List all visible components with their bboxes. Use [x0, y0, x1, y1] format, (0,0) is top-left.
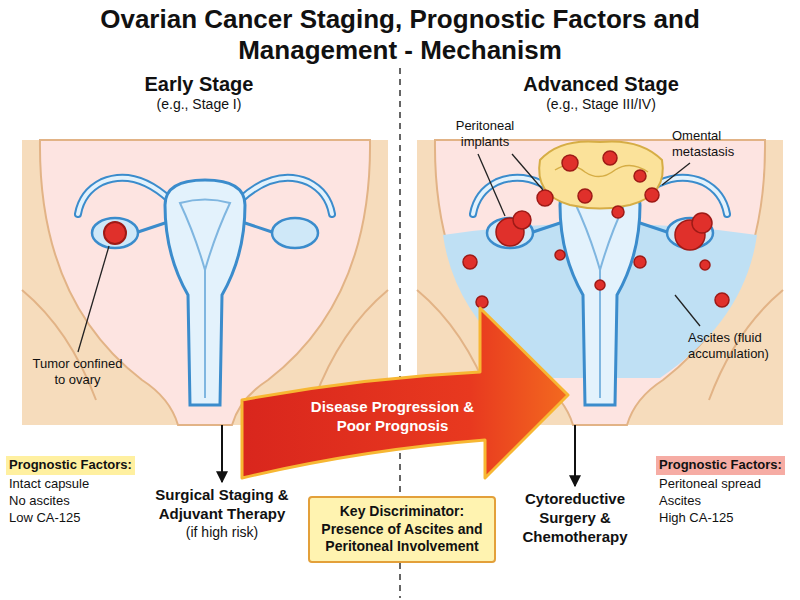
callout-label: Ascites (fluid accumulation)	[688, 330, 792, 361]
factor-item: No ascites	[6, 493, 138, 510]
factor-item: Intact capsule	[6, 476, 138, 493]
tumor-implants	[463, 151, 729, 308]
stage-heading: Advanced Stage	[402, 72, 800, 96]
treatment-text: Cytoreductive Surgery & Chemotherapy	[500, 488, 650, 548]
treatment-note: (if high risk)	[146, 524, 298, 542]
node-content: Cytoreductive Surgery & Chemotherapy	[500, 488, 650, 548]
factor-item: Peritoneal spread	[656, 476, 794, 493]
node-content: Prognostic Factors:Peritoneal spreadAsci…	[654, 453, 796, 529]
block-arrow-body	[242, 308, 568, 478]
node-content: Advanced Stage(e.g., Stage III/IV)	[402, 68, 800, 113]
factor-item: Low CA-125	[6, 510, 138, 527]
callout-label: Omental metastasis	[672, 128, 760, 159]
prognostic-box: Prognostic Factors:Peritoneal spreadAsci…	[654, 453, 796, 529]
treatment-name: Cytoreductive Surgery & Chemotherapy	[502, 490, 648, 546]
node-content: Prognostic Factors:Intact capsuleNo asci…	[4, 453, 140, 529]
block-arrow-shape	[240, 300, 570, 480]
diagram-title: Ovarian Cancer Staging, Prognostic Facto…	[70, 4, 730, 66]
key-text: Presence of Ascites and Peritoneal Invol…	[316, 521, 488, 556]
progression-arrow: Disease Progression & Poor Prognosis	[240, 300, 570, 480]
factor-heading: Prognostic Factors:	[656, 456, 785, 475]
node-content: Surgical Staging & Adjuvant Therapy(if h…	[144, 484, 300, 543]
key-text: Key Discriminator:	[316, 503, 488, 521]
key-box: Key Discriminator:Presence of Ascites an…	[308, 496, 496, 563]
stage-panel: Early Stage(e.g., Stage I)	[0, 68, 398, 425]
stage-heading: Early Stage	[0, 72, 398, 96]
arrow-label: Disease Progression & Poor Prognosis	[300, 398, 485, 436]
node-content: Early Stage(e.g., Stage I)	[0, 68, 398, 113]
prognostic-box: Prognostic Factors:Intact capsuleNo asci…	[4, 453, 140, 529]
factor-item: High CA-125	[656, 510, 794, 527]
flow-arrow	[574, 425, 576, 486]
treatment-text: Surgical Staging & Adjuvant Therapy(if h…	[144, 484, 300, 543]
node-content: Key Discriminator:Presence of Ascites an…	[316, 503, 488, 556]
flow-arrow	[221, 425, 223, 482]
stage-subheading: (e.g., Stage I)	[0, 96, 398, 113]
ovarian-tumor	[104, 222, 126, 244]
omentum	[539, 141, 663, 208]
node-content: Disease Progression & Poor Prognosis	[300, 398, 485, 436]
treatment-name: Surgical Staging & Adjuvant Therapy	[146, 486, 298, 524]
factor-heading: Prognostic Factors:	[6, 456, 135, 475]
factor-item: Ascites	[656, 493, 794, 510]
pelvis-left	[22, 140, 388, 425]
stage-subheading: (e.g., Stage III/IV)	[402, 96, 800, 113]
callout-label: Tumor confined to ovary	[30, 356, 125, 387]
callout-label: Peritoneal implants	[440, 118, 530, 149]
leader-lines	[78, 154, 700, 352]
